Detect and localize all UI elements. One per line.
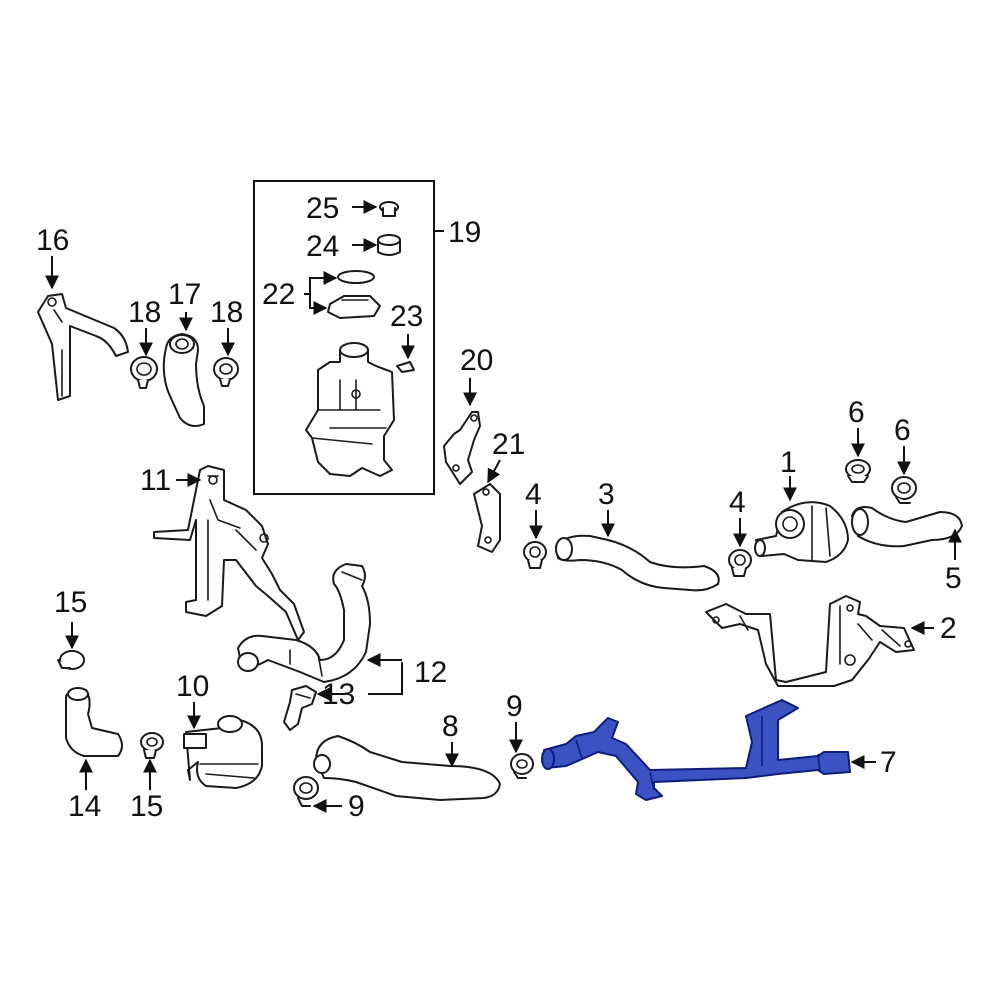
part-3-hose[interactable]	[555, 534, 720, 592]
leader-lines	[45, 200, 962, 813]
callout-9-upper: 9	[506, 690, 523, 723]
callout-8: 8	[442, 710, 459, 743]
part-23-clip[interactable]	[396, 361, 415, 373]
part-11-bracket[interactable]	[153, 465, 305, 641]
part-25-bolt[interactable]	[379, 201, 399, 217]
reservoir-assembly-box	[253, 180, 444, 495]
part-4-clamp-left[interactable]	[523, 541, 547, 569]
callout-15-lower: 15	[130, 790, 163, 823]
part-2-bracket[interactable]	[705, 595, 915, 687]
part-7-pipe-highlighted[interactable]	[541, 699, 851, 801]
part-24-grommet[interactable]	[377, 234, 401, 256]
part-9-clamp-right[interactable]	[510, 753, 534, 779]
callout-10: 10	[176, 670, 209, 703]
callout-9-lower: 9	[348, 790, 365, 823]
part-15-clamp-bottom[interactable]	[140, 732, 164, 759]
part-15-clamp-top[interactable]	[57, 650, 85, 670]
callout-4-left: 4	[525, 478, 542, 511]
callout-24: 24	[306, 230, 339, 263]
callout-7: 7	[880, 746, 897, 779]
callout-25: 25	[306, 192, 339, 225]
part-13-connector[interactable]	[283, 685, 317, 731]
callout-15-upper: 15	[54, 586, 87, 619]
part-9-clamp-left[interactable]	[293, 776, 319, 807]
part-18-clamp-left[interactable]	[130, 356, 158, 389]
callout-22: 22	[262, 278, 295, 311]
callout-labels: 1 2 3 4 4 5 6 6 7 8 9 9 10 11 12 13 14 1…	[36, 192, 962, 823]
callout-4-right: 4	[729, 486, 746, 519]
part-12-hose[interactable]	[237, 563, 371, 683]
part-1-pump[interactable]	[754, 501, 849, 563]
part-16-pipe[interactable]	[37, 293, 129, 401]
part-22-cap-and-oring[interactable]	[327, 270, 381, 319]
part-6-clamp-left[interactable]	[845, 459, 871, 483]
part-14-hose[interactable]	[65, 687, 123, 757]
callout-18-right: 18	[210, 296, 243, 329]
part-4-clamp-right[interactable]	[728, 549, 752, 577]
callout-11: 11	[140, 464, 171, 497]
callout-19: 19	[448, 216, 481, 249]
part-8-hose[interactable]	[313, 735, 501, 801]
callout-14: 14	[68, 790, 101, 823]
callout-2: 2	[940, 612, 957, 645]
callout-17: 17	[168, 278, 201, 311]
part-10-pump[interactable]	[183, 715, 263, 789]
callout-21: 21	[492, 428, 525, 461]
callout-18-left: 18	[128, 296, 161, 329]
callout-20: 20	[460, 344, 493, 377]
callout-12: 12	[414, 656, 447, 689]
part-17-hose[interactable]	[162, 333, 205, 427]
callout-13: 13	[322, 678, 355, 711]
callout-6-left: 6	[848, 396, 865, 429]
callout-6-right: 6	[894, 414, 911, 447]
callout-1: 1	[780, 446, 797, 479]
part-5-hose[interactable]	[851, 506, 963, 548]
part-6-clamp-right[interactable]	[891, 476, 917, 504]
part-20-bracket[interactable]	[443, 411, 481, 485]
callout-16: 16	[36, 224, 69, 257]
part-18-clamp-right[interactable]	[213, 357, 239, 387]
part-21-bracket[interactable]	[473, 483, 501, 553]
callout-5: 5	[945, 562, 962, 595]
callout-3: 3	[598, 478, 615, 511]
callout-23: 23	[390, 300, 423, 333]
reservoir-tank[interactable]	[305, 342, 395, 477]
